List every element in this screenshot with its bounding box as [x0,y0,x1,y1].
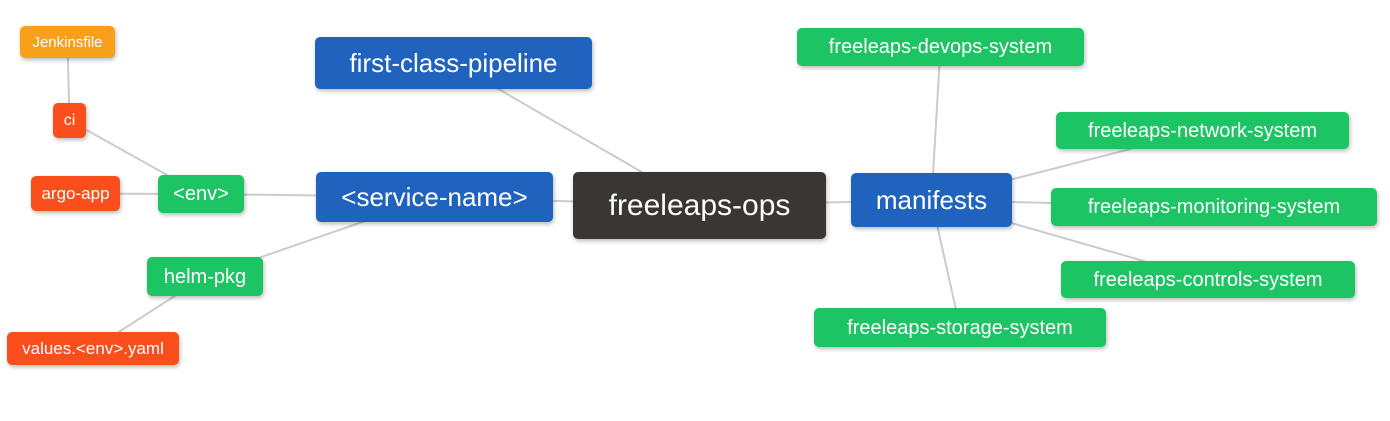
node-helm-pkg[interactable]: helm-pkg [147,257,263,296]
node-freeleaps-storage-system[interactable]: freeleaps-storage-system [814,308,1106,347]
node-first-class-pipeline[interactable]: first-class-pipeline [315,37,592,89]
node-jenkinsfile[interactable]: Jenkinsfile [20,26,115,58]
node-env[interactable]: <env> [158,175,244,213]
node-freeleaps-monitoring-system[interactable]: freeleaps-monitoring-system [1051,188,1377,226]
node-freeleaps-network-system[interactable]: freeleaps-network-system [1056,112,1349,149]
node-manifests[interactable]: manifests [851,173,1012,227]
node-freeleaps-devops-system[interactable]: freeleaps-devops-system [797,28,1084,66]
node-service-name[interactable]: <service-name> [316,172,553,222]
node-freeleaps-controls-system[interactable]: freeleaps-controls-system [1061,261,1355,298]
node-ci[interactable]: ci [53,103,86,138]
node-values-env-yaml[interactable]: values.<env>.yaml [7,332,179,365]
node-freeleaps-ops[interactable]: freeleaps-ops [573,172,826,239]
node-argo-app[interactable]: argo-app [31,176,120,211]
